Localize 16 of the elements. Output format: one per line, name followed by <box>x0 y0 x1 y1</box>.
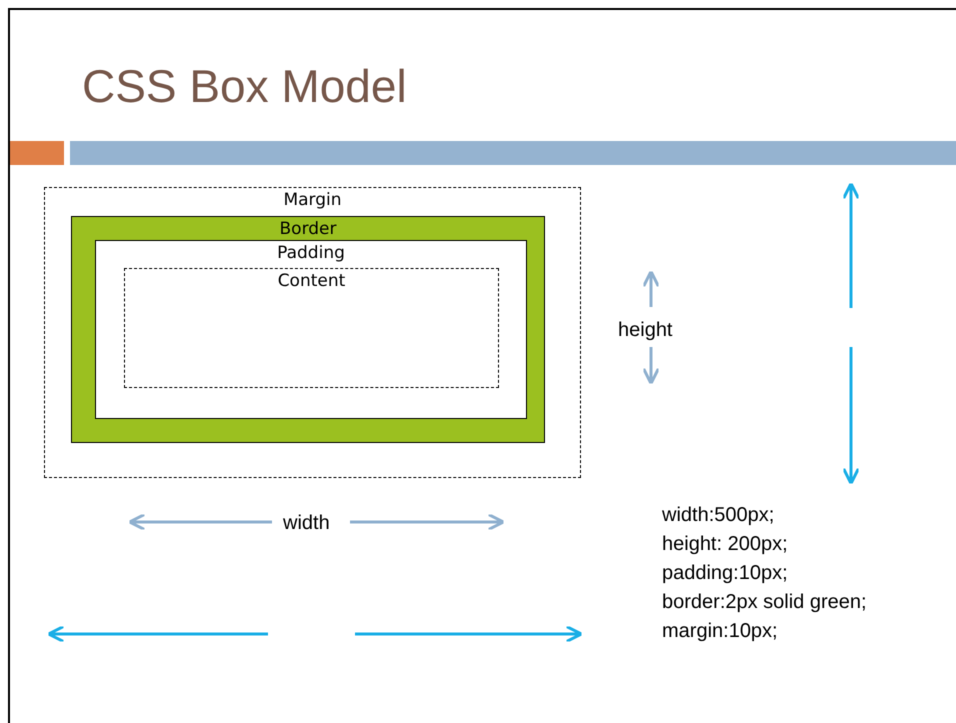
margin-area <box>44 187 581 478</box>
code-line: width:500px; <box>662 503 774 527</box>
code-line: height: 200px; <box>662 532 788 556</box>
margin-label: Margin <box>283 190 342 210</box>
dimension-label: height <box>618 318 672 342</box>
content-label: Content <box>278 271 346 291</box>
padding-area <box>95 240 527 419</box>
code-line: border:2px solid green; <box>662 590 867 614</box>
slide-title: CSS Box Model <box>82 59 407 114</box>
border-label: Border <box>280 219 336 239</box>
border-area <box>71 216 545 443</box>
code-line: margin:10px; <box>662 619 778 643</box>
padding-label: Padding <box>277 243 345 263</box>
dimension-label: width <box>283 511 330 535</box>
code-line: padding:10px; <box>662 561 788 585</box>
content-area <box>124 268 499 388</box>
